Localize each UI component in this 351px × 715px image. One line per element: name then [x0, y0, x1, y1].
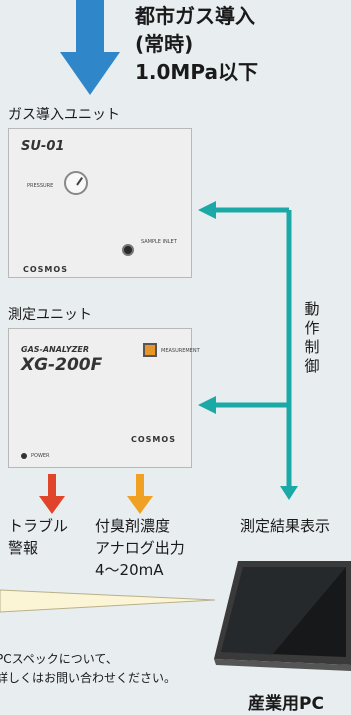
pressure-label: PRESSURE: [27, 183, 54, 189]
analog-output-arrow: [127, 474, 153, 514]
gas-unit-model: SU-01: [21, 139, 65, 154]
gas-inlet-line-1: 都市ガス導入: [135, 4, 255, 28]
trouble-alarm-label: トラブル 警報: [8, 517, 69, 557]
gas-unit-brand: COSMOS: [23, 265, 68, 274]
power-led-icon: [21, 453, 27, 459]
analog-output-label: 付臭剤濃度 アナログ出力 4〜20mA: [95, 517, 185, 579]
trouble-alarm-arrow: [39, 474, 65, 514]
industrial-pc-label: 産業用PC: [248, 694, 324, 714]
pressure-gauge-icon: [64, 171, 88, 195]
control-bracket-line: [214, 207, 292, 490]
callout-pointer: [0, 589, 216, 613]
callout-pointer-shape: [0, 589, 216, 613]
gas-inlet-arrow-shape: [60, 0, 120, 95]
pc-screen-glare: [221, 567, 346, 655]
gas-inlet-line-3: 1.0MPa以下: [135, 60, 258, 84]
arrow-to-gas-unit: [198, 201, 216, 219]
industrial-pc-illustration: [214, 561, 351, 671]
control-label: 動作制御: [304, 300, 320, 375]
indicator-label: MEASUREMENT: [161, 348, 200, 354]
analyzer-subtitle: GAS-ANALYZER: [21, 345, 89, 354]
gas-inlet-spec: 都市ガス導入 (常時) 1.0MPa以下: [135, 2, 349, 86]
analyzer-model: XG-200F: [21, 355, 103, 375]
arrow-to-measure-unit: [198, 396, 216, 414]
power-label: POWER: [31, 453, 50, 459]
control-connector: [198, 201, 298, 500]
pc-spec-note: PCスペックについて、 詳しくはお問い合わせください。: [0, 652, 177, 685]
measure-unit-brand: COSMOS: [131, 435, 176, 444]
inlet-label: SAMPLE INLET: [141, 239, 177, 245]
analog-output-arrow-shape: [127, 474, 153, 514]
arrow-to-display: [280, 486, 298, 500]
display-label: 測定結果表示: [240, 517, 331, 535]
gas-inlet-line-2: (常時): [135, 32, 194, 56]
measurement-indicator-icon: [143, 343, 157, 357]
trouble-alarm-arrow-shape: [39, 474, 65, 514]
gas-inlet-arrow: [60, 0, 120, 95]
pc-bottom-edge: [214, 659, 351, 671]
measure-unit-panel: GAS-ANALYZER XG-200F MEASUREMENT COSMOS …: [8, 328, 200, 468]
gas-unit-panel: SU-01 PRESSURE SAMPLE INLET COSMOS: [8, 128, 192, 278]
gas-unit-label: ガス導入ユニット: [8, 107, 120, 123]
measure-unit-label: 測定ユニット: [8, 307, 92, 323]
inlet-port-icon: [122, 244, 134, 256]
